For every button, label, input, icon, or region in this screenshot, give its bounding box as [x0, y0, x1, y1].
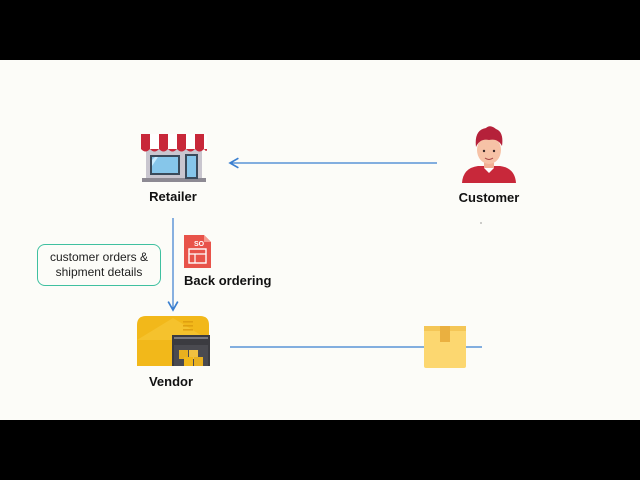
- person-icon: [462, 126, 516, 183]
- letterbox-top: [0, 0, 640, 60]
- order-details-note: customer orders & shipment details: [37, 244, 161, 286]
- retailer-label: Retailer: [149, 189, 197, 204]
- storefront-icon: [141, 134, 207, 182]
- customer-label: Customer: [459, 190, 520, 205]
- doc-tag-text: SO: [194, 241, 205, 248]
- vendor-label: Vendor: [149, 374, 193, 389]
- back-ordering-label: Back ordering: [184, 273, 271, 288]
- note-line-1: customer orders &: [49, 250, 149, 264]
- letterbox-bottom: [0, 420, 640, 480]
- package-box-icon: [424, 326, 466, 368]
- stray-dot: [480, 222, 482, 224]
- sales-order-document-icon: SO: [184, 235, 211, 268]
- diagram-canvas: [0, 60, 640, 420]
- note-line-2: shipment details: [55, 265, 143, 279]
- warehouse-icon: [137, 316, 210, 366]
